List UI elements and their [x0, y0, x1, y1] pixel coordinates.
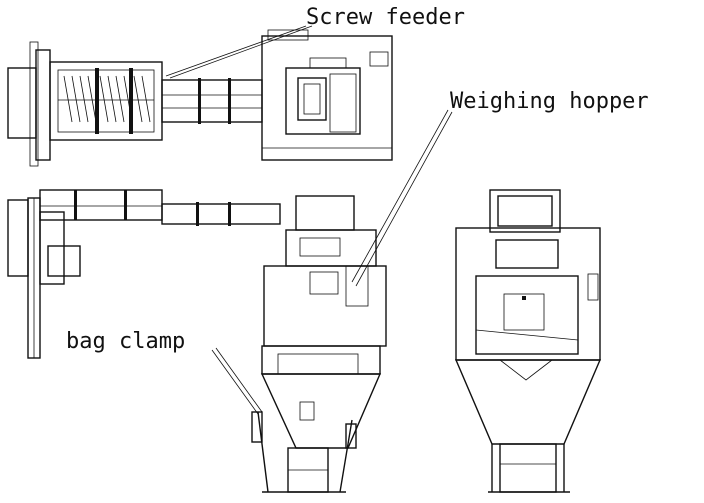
- label-weighing-hopper: Weighing hopper: [450, 89, 649, 114]
- side-view: [7, 189, 387, 493]
- weighing-hopper-leader: [351, 109, 449, 283]
- label-screw-feeder: Screw feeder: [306, 5, 465, 30]
- bag-clamp-leader: [211, 349, 259, 415]
- front-view: [454, 189, 602, 493]
- label-bag-clamp: bag clamp: [66, 329, 185, 354]
- callout-leaders: [165, 25, 453, 415]
- screw-feeder-leader: [165, 25, 307, 77]
- top-view: [7, 29, 393, 167]
